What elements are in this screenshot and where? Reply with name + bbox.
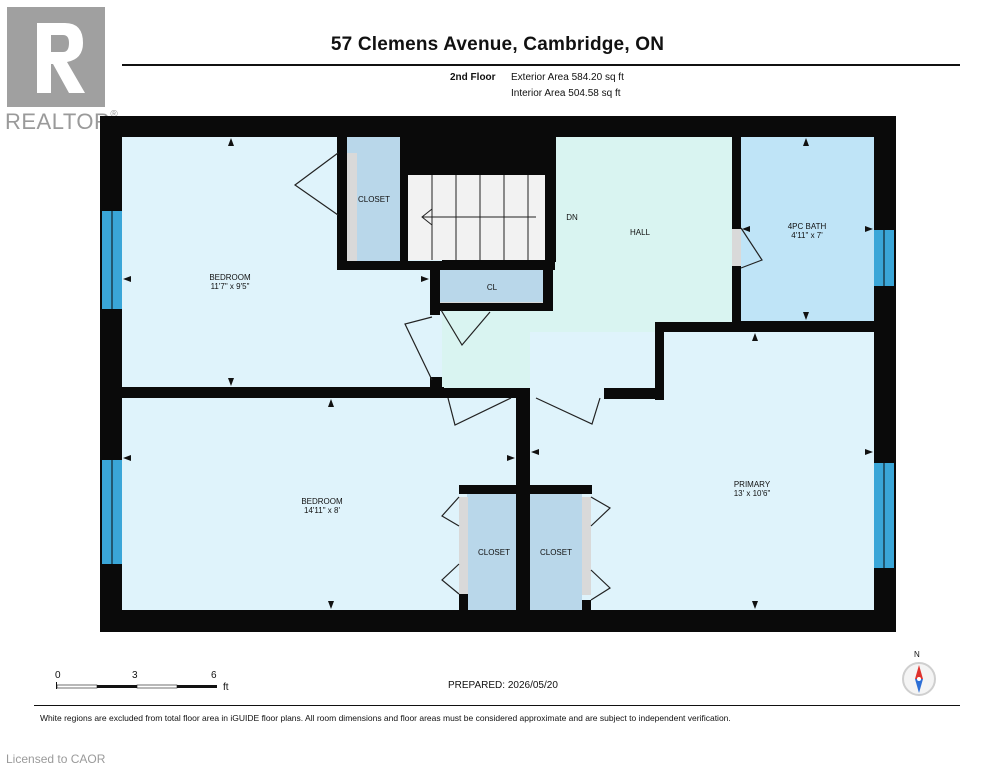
footer-rule [34, 705, 960, 706]
compass: N [898, 650, 940, 698]
bedroom-2-floor [122, 398, 520, 610]
closet-left-label: CLOSET [477, 548, 510, 557]
scale-tick-0: 0 [55, 670, 61, 681]
bedroom-1-dims-label: 11'7" x 9'5" [210, 282, 250, 291]
bath-dims-label: 4'11" x 7' [791, 231, 823, 240]
primary-name-label: PRIMARY [733, 480, 771, 489]
bath-door [732, 228, 741, 268]
scale-bar-graphic [56, 682, 217, 689]
property-address: 57 Clemens Avenue, Cambridge, ON [330, 34, 665, 55]
disclaimer: White regions are excluded from total fl… [40, 713, 731, 723]
bedroom-2-dims-label: 14'11" x 8' [304, 506, 340, 515]
closet-top-door [347, 153, 357, 261]
bedroom-1-name-label: BEDROOM [209, 273, 251, 282]
scale-bar: 0 3 6 ft [52, 668, 242, 694]
scale-tick-3: 3 [132, 670, 138, 681]
realtor-wordmark: REALTOR® [5, 109, 119, 134]
realtor-logo-icon [7, 7, 105, 107]
closet-left-floor [467, 493, 519, 610]
window-mullions [111, 211, 885, 568]
compass-icon [902, 662, 936, 696]
hall-label: HALL [629, 228, 650, 237]
primary-dims-label: 13' x 10'6" [733, 489, 771, 498]
realtor-logo [7, 7, 105, 107]
hall-floor [442, 137, 732, 388]
cl-label: CL [486, 283, 498, 292]
door-swings [293, 152, 763, 601]
closet-top-label: CLOSET [357, 195, 390, 204]
stair-arrow-head [421, 208, 433, 226]
bedroom-2-name-label: BEDROOM [301, 497, 343, 506]
floor-plan-drawing [100, 116, 896, 632]
stairs-label: DN [566, 213, 578, 222]
header-rule [122, 64, 960, 66]
interior-area: Interior Area 504.58 sq ft [511, 88, 621, 99]
scale-tick-6: 6 [211, 670, 217, 681]
bath-floor [741, 137, 874, 321]
license-note: Licensed to CAOR [6, 752, 106, 766]
interior-walls [122, 137, 874, 610]
floor-plan [100, 116, 896, 632]
floor-label: 2nd Floor [450, 72, 496, 83]
prepared-date: PREPARED: 2026/05/20 [448, 680, 558, 691]
closet-left-door [459, 497, 468, 595]
closet-right-label: CLOSET [539, 548, 572, 557]
scale-unit: ft [223, 682, 229, 693]
exterior-area: Exterior Area 584.20 sq ft [511, 72, 624, 83]
dimension-arrows [123, 138, 873, 609]
bath-name-label: 4PC BATH [787, 222, 827, 231]
closet-right-floor [530, 493, 582, 610]
cl-closet-floor [440, 270, 543, 304]
closet-right-door [582, 497, 591, 595]
compass-north-label: N [914, 650, 920, 659]
